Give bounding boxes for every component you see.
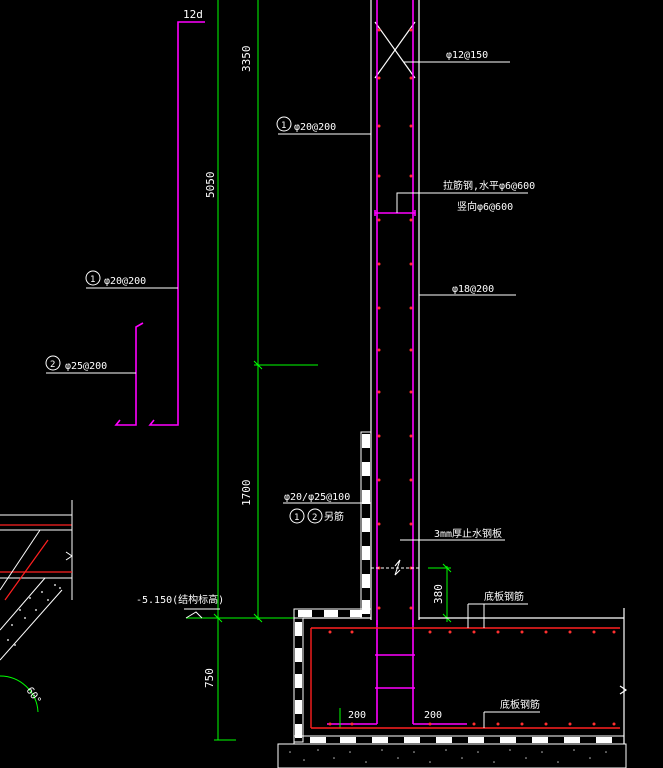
label-splice-num1: 1 — [294, 513, 299, 523]
label-dim-200-left: 200 — [348, 710, 366, 721]
label-splice-note: 另筋 — [324, 510, 344, 523]
concrete-blinding — [277, 743, 627, 768]
waterstop-plate — [371, 559, 419, 576]
label-dim-380: 380 — [432, 584, 445, 604]
brick-edge-slab-side — [293, 617, 304, 743]
brick-edge-horizontal — [293, 608, 372, 619]
label-angle: 60° — [24, 685, 43, 706]
brick-edge-vertical — [360, 431, 372, 619]
leader-lines — [46, 61, 540, 728]
dimension-lines — [186, 0, 452, 741]
label-12d: 12d — [183, 8, 203, 21]
circle-markers — [45, 116, 323, 524]
label-bar1-top: φ20@200 — [294, 122, 336, 133]
bent-bar-2 — [114, 322, 144, 426]
label-tie-horizontal: 拉筋钢,水平φ6@600 — [443, 179, 535, 192]
pit-detail — [0, 500, 73, 713]
slab-outline — [303, 608, 628, 744]
wall-rebar-dots — [377, 28, 413, 610]
label-waterstop: 3mm厚止水钢板 — [434, 527, 502, 540]
label-bar1-left: φ20@200 — [104, 276, 146, 287]
pit-concrete-dots — [7, 584, 61, 646]
slab-rebar-dots — [328, 630, 616, 726]
label-bar1-left-num: 1 — [90, 275, 95, 285]
wall-rebar — [327, 0, 467, 725]
label-slab-bottom-bar: 底板钢筋 — [500, 698, 540, 711]
label-dim-200-right: 200 — [424, 710, 442, 721]
label-dim-1700: 1700 — [240, 480, 253, 507]
brick-edge-slab-bottom — [293, 735, 625, 745]
wall-outline — [370, 0, 420, 620]
label-dim-3350: 3350 — [240, 46, 253, 73]
slab-rebar — [310, 627, 620, 729]
bent-bar-1 — [148, 21, 205, 426]
label-tie-top: φ12@150 — [446, 50, 488, 61]
label-splice-num2: 2 — [312, 513, 317, 523]
label-bar2-left: φ25@200 — [65, 361, 107, 372]
label-bar2-left-num: 2 — [50, 360, 55, 370]
label-elevation: -5.150(结构标高) — [136, 593, 224, 606]
text-labels: 12d 3350 5050 1700 750 380 200 200 φ12@1… — [24, 8, 540, 721]
label-dim-5050: 5050 — [204, 172, 217, 199]
label-dim-750: 750 — [203, 668, 216, 688]
label-bar1-top-num: 1 — [281, 121, 286, 131]
label-bar-splice: φ20/φ25@100 — [284, 492, 350, 503]
label-bar-phi18: φ18@200 — [452, 284, 494, 295]
label-slab-top-bar: 底板钢筋 — [484, 590, 524, 603]
label-tie-vertical: 竖向φ6@600 — [457, 200, 513, 213]
